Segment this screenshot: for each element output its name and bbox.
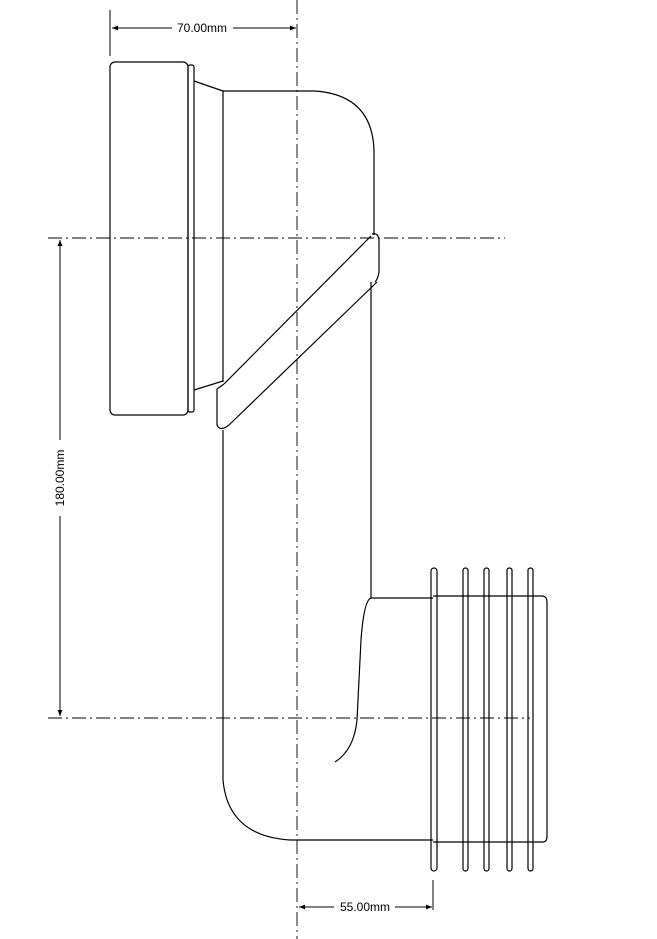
pan-socket [109,61,224,416]
dimension-vertical-offset: 180.00mm [53,240,67,716]
dimension-top-width: 70.00mm [109,10,296,56]
dimension-label-55: 55.00mm [340,900,390,914]
dimension-label-70: 70.00mm [177,21,227,35]
spigot-with-seal-fins [430,567,548,872]
pipe-body [216,90,433,841]
dimension-label-180: 180.00mm [53,450,67,507]
dimension-bottom-offset: 55.00mm [299,880,434,914]
